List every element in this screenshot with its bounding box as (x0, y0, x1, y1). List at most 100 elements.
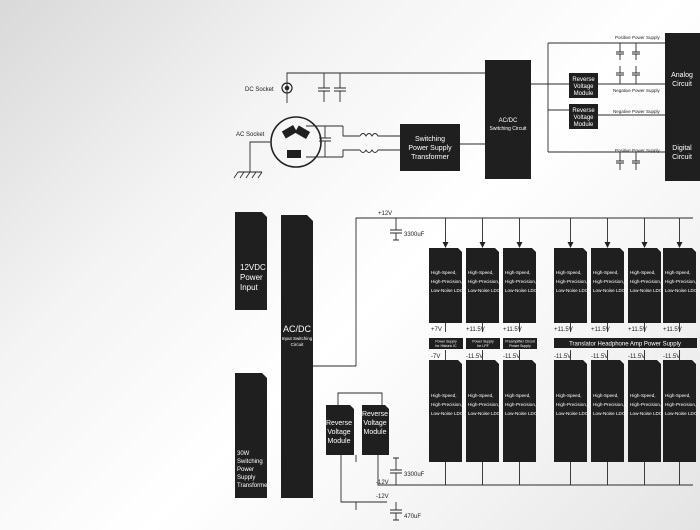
12vdc-power-input: 12VDC Power Input (235, 212, 267, 310)
minus12v-label-1: -12V (376, 494, 389, 500)
cap-3300uf-top: 3300uF (390, 218, 425, 241)
svg-text:Transformer: Transformer (411, 154, 450, 161)
svg-text:Voltage: Voltage (573, 115, 594, 121)
svg-text:High-Precision,: High-Precision, (665, 402, 696, 407)
ldo-top-4: High-Speed,High-Precision,Low-Noise LDO (554, 248, 589, 323)
svg-text:High-Speed,: High-Speed, (556, 270, 582, 275)
svg-text:High-Speed,: High-Speed, (468, 393, 494, 398)
svg-text:Low-Noise LDO: Low-Noise LDO (630, 411, 663, 416)
ldo-bottom-3: High-Speed, High-Precision, Low-Noise LDO (503, 360, 538, 462)
svg-text:Low-Noise LDO: Low-Noise LDO (665, 288, 698, 293)
dc-socket-label: DC Socket (245, 87, 274, 93)
svg-text:High-Speed,: High-Speed, (593, 393, 619, 398)
ac-socket-label: AC Socket (236, 132, 265, 138)
svg-text:Switching: Switching (415, 136, 445, 143)
svg-text:High-Precision,: High-Precision, (468, 279, 499, 284)
dc-socket: DC Socket (245, 82, 293, 94)
svg-text:Switching: Switching (237, 459, 263, 465)
svg-text:High-Speed,: High-Speed, (665, 270, 691, 275)
tag-lpf: Power Supply for LPF (466, 338, 500, 349)
svg-text:for Historic IC: for Historic IC (435, 344, 457, 348)
svg-text:Power Supply: Power Supply (408, 145, 452, 152)
svg-text:High-Speed,: High-Speed, (556, 393, 582, 398)
svg-text:Low-Noise LDO: Low-Noise LDO (630, 288, 663, 293)
svg-text:Low-Noise LDO: Low-Noise LDO (556, 288, 589, 293)
reverse-voltage-module-bottom-2: Reverse Voltage Module (362, 405, 389, 455)
rail-label-bottom-7: -11.5V (663, 354, 680, 360)
svg-text:Reverse: Reverse (572, 77, 595, 83)
rail-label-top-1: +7V (431, 327, 442, 333)
ldo-top-5: High-Speed, High-Precision, Low-Noise LDO (591, 248, 626, 323)
plus12v-label: +12V (378, 211, 392, 217)
cap-470uf: 470uF (390, 502, 421, 521)
svg-text:Power Supply: Power Supply (509, 344, 531, 348)
svg-text:Voltage: Voltage (327, 429, 350, 436)
ac-emi-filter (306, 125, 400, 158)
svg-text:Reverse: Reverse (326, 420, 352, 427)
rail-decoupling-caps (616, 43, 640, 170)
ldo-top-2: High-Speed,High-Precision,Low-Noise LDO (466, 248, 501, 323)
cap-3300uf-bottom: 3300uF (390, 457, 425, 485)
rail-label-top-3: +11.5V (503, 327, 522, 333)
svg-text:High-Speed,: High-Speed, (431, 393, 457, 398)
svg-text:Low-Noise LDO: Low-Noise LDO (431, 288, 464, 293)
rail-label-top-4: +11.5V (554, 327, 573, 333)
svg-text:High-Precision,: High-Precision, (593, 402, 624, 407)
svg-text:High-Precision,: High-Precision, (593, 279, 624, 284)
acdc-switching-circuit: AC/DC Switching Circuit (485, 60, 531, 179)
svg-text:Supply: Supply (237, 475, 255, 481)
svg-text:Circuit: Circuit (291, 342, 305, 347)
rail-label-top-6: +11.5V (628, 327, 647, 333)
rail-label-top-2: +11.5V (466, 327, 485, 333)
30w-switching-power-supply-transformer: 30W Switching Power Supply Transformer (235, 373, 269, 498)
minus12v-label-2: -12V (376, 480, 389, 486)
reverse-voltage-module-bottom-1: Reverse Voltage Module (326, 405, 354, 455)
negative-power-supply-label-2: Negative Power Supply (613, 109, 661, 114)
ldo-bottom-5: High-Speed, High-Precision, Low-Noise LDO (591, 360, 626, 462)
svg-text:High-Speed,: High-Speed, (665, 393, 691, 398)
svg-text:Low-Noise LDO: Low-Noise LDO (593, 411, 626, 416)
svg-text:High-Precision,: High-Precision, (630, 279, 661, 284)
svg-text:3300uF: 3300uF (404, 232, 425, 238)
svg-text:Module: Module (364, 429, 387, 436)
svg-text:High-Precision,: High-Precision, (505, 402, 536, 407)
svg-text:AC/DC: AC/DC (283, 324, 312, 334)
svg-text:12VDC: 12VDC (240, 263, 266, 272)
svg-text:Transformer: Transformer (237, 483, 269, 489)
ldo-bottom-1: High-Speed,High-Precision,Low-Noise LDO (429, 360, 464, 462)
ldo-array: High-Speed,High-Precision,Low-Noise LDOH… (429, 218, 698, 485)
svg-text:Reverse: Reverse (362, 411, 388, 418)
svg-text:Low-Noise LDO: Low-Noise LDO (593, 288, 626, 293)
reverse-voltage-module-top-1: Reverse Voltage Module (569, 73, 598, 98)
svg-text:Input: Input (240, 283, 259, 292)
reverse-voltage-module-top-2: Reverse Voltage Module (569, 104, 598, 129)
svg-text:Low-Noise LDO: Low-Noise LDO (431, 411, 464, 416)
svg-text:High-Speed,: High-Speed, (630, 270, 656, 275)
positive-power-supply-label-2: Positive Power Supply (615, 148, 661, 153)
dc-filter-caps (318, 73, 346, 102)
svg-text:Power: Power (240, 273, 263, 282)
ldo-top-6: High-Speed, High-Precision, Low-Noise LDO (628, 248, 663, 323)
ldo-bottom-2: High-Speed,High-Precision,Low-Noise LDO (466, 360, 501, 462)
svg-text:Low-Noise LDO: Low-Noise LDO (505, 411, 538, 416)
rail-label-bottom-6: -11.5V (628, 354, 645, 360)
svg-text:Power Supply: Power Supply (472, 340, 494, 344)
svg-text:Preamplifier Circuit: Preamplifier Circuit (505, 340, 535, 344)
ac-socket: AC Socket (236, 116, 322, 168)
svg-text:High-Precision,: High-Precision, (468, 402, 499, 407)
svg-text:High-Speed,: High-Speed, (431, 270, 457, 275)
svg-text:High-Precision,: High-Precision, (665, 279, 696, 284)
svg-text:High-Speed,: High-Speed, (630, 393, 656, 398)
svg-text:Switching Circuit: Switching Circuit (490, 126, 528, 132)
svg-text:Circuit: Circuit (672, 154, 692, 161)
rail-label-top-5: +11.5V (591, 327, 610, 333)
svg-text:High-Speed,: High-Speed, (593, 270, 619, 275)
svg-text:3300uF: 3300uF (404, 472, 425, 478)
svg-text:High-Speed,: High-Speed, (505, 393, 531, 398)
svg-text:AC/DC: AC/DC (499, 118, 518, 124)
svg-text:Digital: Digital (672, 145, 692, 152)
analog-circuit: Analog Circuit (665, 33, 700, 122)
ldo-top-1: High-Speed,High-Precision,Low-Noise LDO (429, 248, 464, 323)
